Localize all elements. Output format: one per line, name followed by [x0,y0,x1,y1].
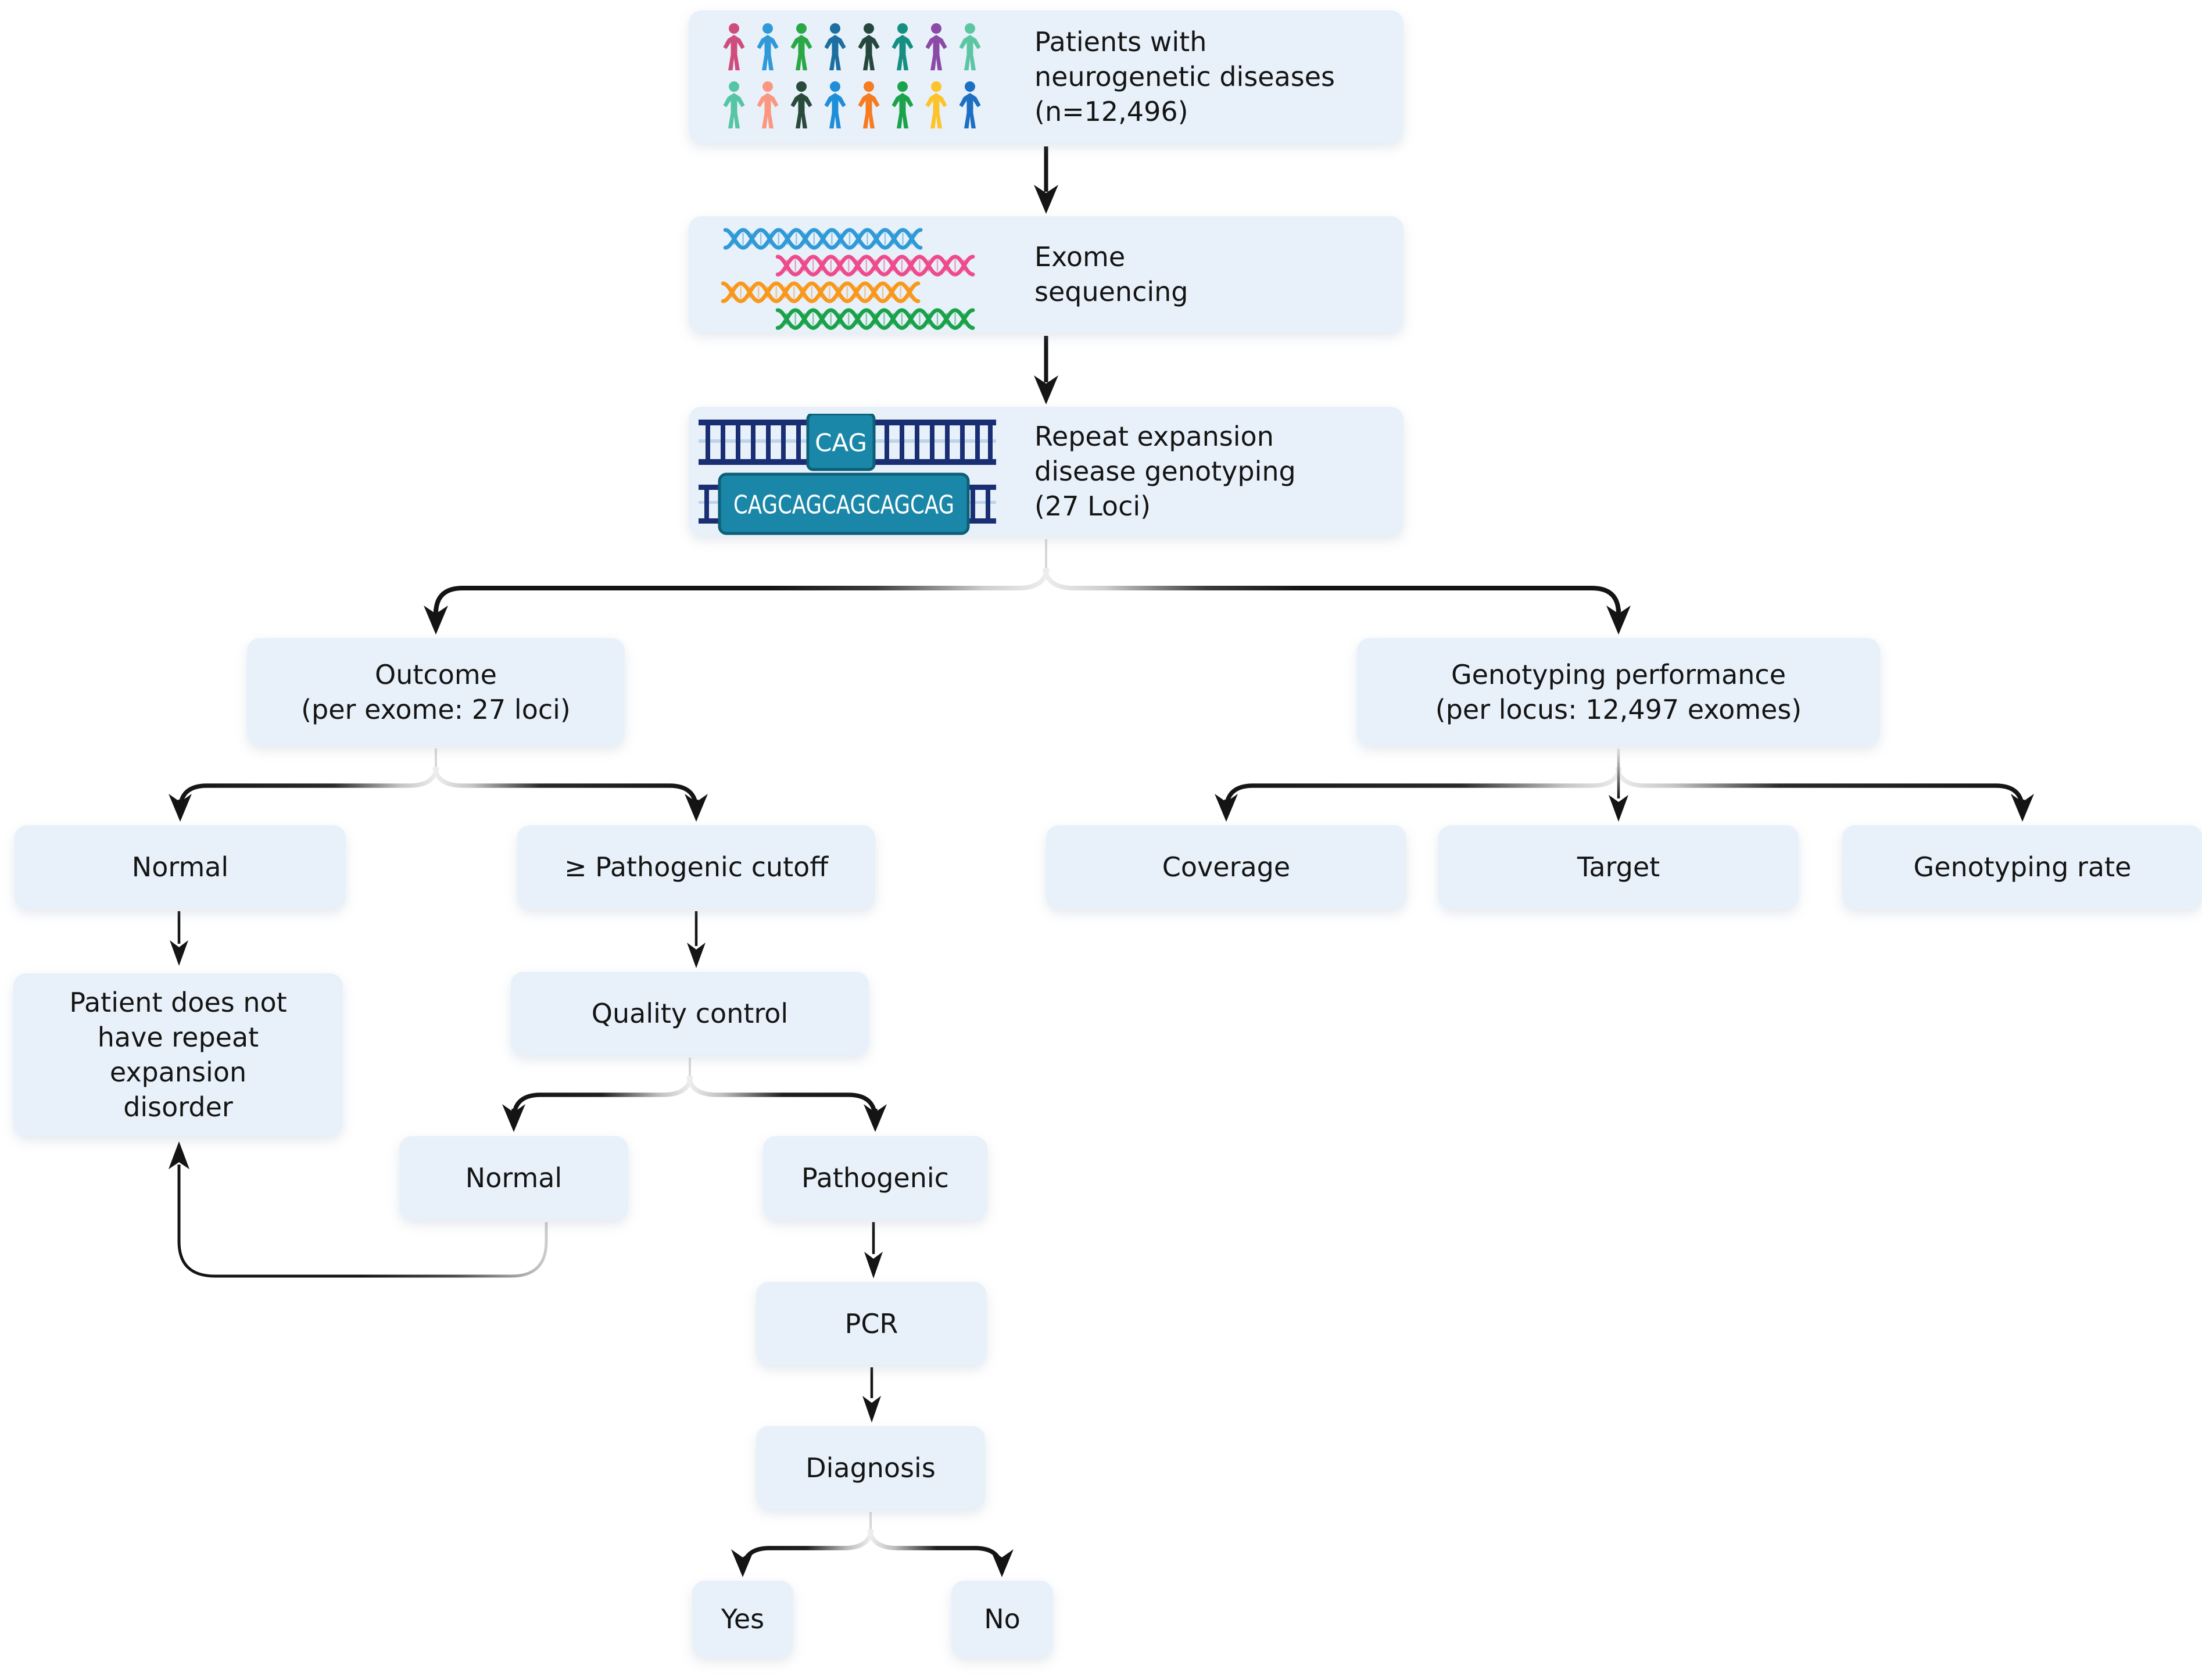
cag-repeat-label: CAGCAGCAGCAGCAG [733,490,954,520]
node-outcome: Outcome (per exome: 27 loci) [247,638,625,746]
split-diagnosis [731,1512,1014,1577]
person-icon [721,81,747,130]
node-patients-label: Patients with neurogenetic diseases (n=1… [1034,26,1335,127]
node-normal-outcome-label: Normal [131,851,229,883]
arrow-cutoff-to-qc [687,911,706,968]
node-pathogenic-cutoff-label: ≥ Pathogenic cutoff [564,851,829,883]
arrow-pcr-to-diagnosis [862,1367,881,1423]
person-icon [788,81,815,130]
node-qc-normal: Normal [399,1136,628,1220]
node-qc-normal-label: Normal [465,1162,563,1194]
node-diagnosis-label: Diagnosis [805,1452,936,1484]
node-no-label: No [984,1603,1021,1635]
dna-helix-icon [723,228,923,250]
dna-helix-icon [775,308,975,330]
split-outcome [169,748,708,822]
person-icon [754,23,781,72]
node-qc-pathogenic: Pathogenic [763,1136,987,1220]
node-qc-pathogenic-label: Pathogenic [801,1162,949,1194]
node-quality-control: Quality control [511,972,869,1055]
split-qc [502,1058,887,1132]
node-pcr-label: PCR [844,1308,898,1339]
node-no-disorder-label: Patient does not have repeat expansion d… [69,987,287,1123]
person-icon [788,23,815,72]
node-outcome-label: Outcome (per exome: 27 loci) [301,658,571,725]
node-yes-label: Yes [721,1603,765,1635]
node-normal-outcome: Normal [15,825,346,909]
node-pathogenic-cutoff: ≥ Pathogenic cutoff [517,825,875,909]
dna-helix-icon [721,281,921,303]
node-genotyping-rate: Genotyping rate [1842,825,2202,909]
patients-people-icons [689,10,1403,143]
node-genotyping-performance-label: Genotyping performance (per locus: 12,49… [1435,658,1802,725]
node-target-label: Target [1577,851,1660,883]
node-exome-label: Exome sequencing [1034,241,1188,307]
person-icon [855,81,882,130]
node-coverage: Coverage [1046,825,1406,909]
dna-helix-icon [775,255,975,277]
split-genperf [1215,748,2034,822]
repeat-ladder-icons: CAG CAGCAGCAGCAGCAG [689,407,1403,536]
node-patients: Patients with neurogenetic diseases (n=1… [689,10,1403,143]
loop-qcnormal-to-no-disorder [169,1141,548,1278]
node-target: Target [1438,825,1799,909]
arrow-patients-to-exome [1034,146,1058,214]
node-exome-sequencing: Exome sequencing [689,216,1403,332]
person-icon [822,81,848,130]
node-coverage-label: Coverage [1162,851,1291,883]
node-no: No [951,1581,1053,1657]
person-icon [721,23,747,72]
node-repeat-genotyping-label: Repeat expansion disease genotyping (27 … [1034,421,1296,522]
node-no-disorder: Patient does not have repeat expansion d… [13,973,343,1136]
node-genotyping-performance: Genotyping performance (per locus: 12,49… [1357,638,1880,746]
dna-ladder-icon: CAG CAGCAGCAGCAGCAG [699,414,996,535]
node-genotyping-rate-label: Genotyping rate [1913,851,2132,883]
person-icon [957,23,983,72]
person-icon [889,81,916,130]
arrow-exome-to-repeat [1034,336,1058,404]
node-pcr: PCR [756,1282,987,1365]
person-icon [822,23,848,72]
arrow-normal-to-no-disorder [170,911,188,966]
node-diagnosis: Diagnosis [756,1426,985,1509]
person-icon [957,81,983,130]
split-repeat-to-outcome-genperf [424,539,1631,635]
cag-unit-label: CAG [815,429,867,457]
person-icon [754,81,781,130]
dna-helix-icons [689,216,1403,332]
person-icon [923,81,950,130]
arrow-pathogenic-to-pcr [864,1222,883,1278]
person-icon [889,23,916,72]
node-quality-control-label: Quality control [591,998,789,1029]
node-yes: Yes [692,1581,793,1657]
person-icon [855,23,882,72]
node-repeat-genotyping: CAG CAGCAGCAGCAGCAG Repeat expansion dis… [689,407,1403,536]
person-icon [923,23,950,72]
